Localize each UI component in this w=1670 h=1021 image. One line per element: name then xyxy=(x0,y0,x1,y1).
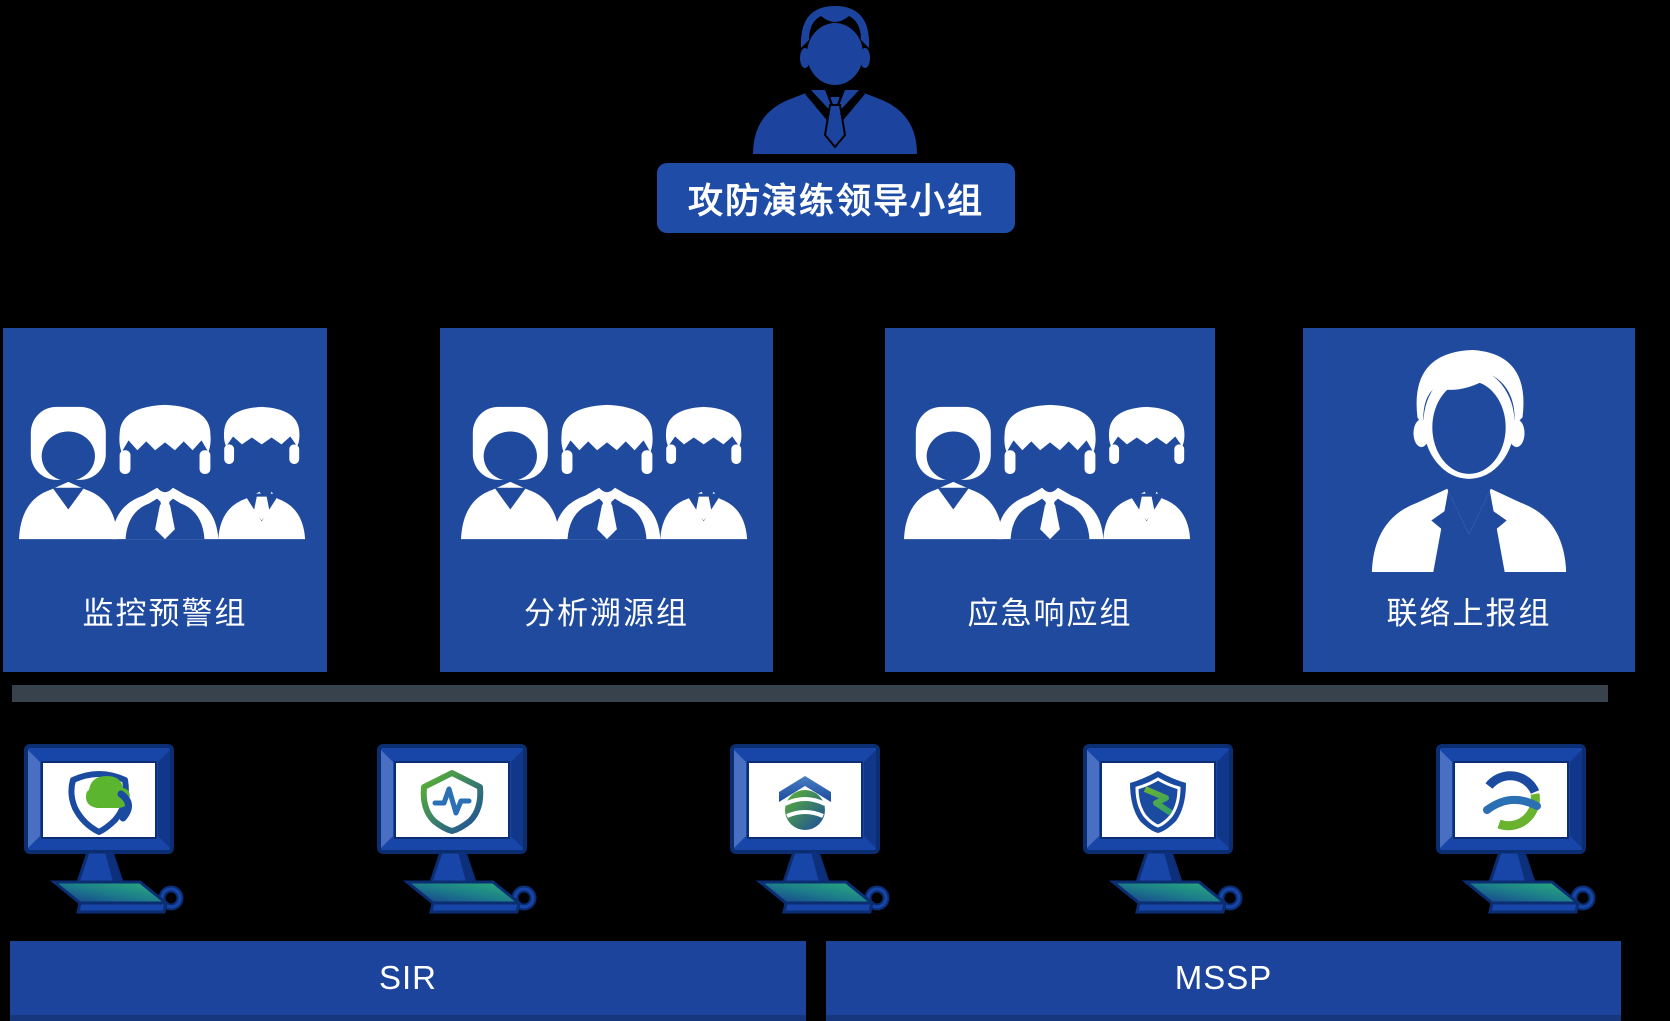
workstation-monitor xyxy=(20,740,190,918)
shield-globe-logo xyxy=(779,776,831,830)
connector-bar xyxy=(12,685,1608,702)
workstation-monitor xyxy=(726,740,896,918)
team-box-monitoring: 监控预警组 xyxy=(3,328,327,672)
platform-label-sir: SIR xyxy=(378,959,437,996)
team-box-response: 应急响应组 xyxy=(885,328,1215,672)
shield-arrow-logo xyxy=(1130,771,1186,833)
team-people-icon xyxy=(17,400,313,540)
workstation-monitor xyxy=(1432,740,1602,918)
team-box-analysis: 分析溯源组 xyxy=(440,328,773,672)
workstation-monitor xyxy=(1079,740,1249,918)
leader-title-box: 攻防演练领导小组 xyxy=(657,163,1015,233)
leader-title: 攻防演练领导小组 xyxy=(687,181,984,221)
team-people-icon xyxy=(459,400,755,540)
workstation-monitor xyxy=(373,740,543,918)
shield-cloud-logo xyxy=(68,771,132,835)
team-label: 分析溯源组 xyxy=(524,596,689,631)
team-people-icon xyxy=(902,400,1198,540)
team-box-liaison: 联络上报组 xyxy=(1303,328,1635,672)
team-label: 应急响应组 xyxy=(967,596,1133,631)
businessman-icon xyxy=(753,6,917,154)
ribbon-sphere-logo xyxy=(1483,771,1541,831)
platform-bar-sir: SIR xyxy=(10,941,806,1021)
platform-label-mssp: MSSP xyxy=(1174,959,1273,996)
person-suit-icon xyxy=(1358,344,1580,572)
team-label: 联络上报组 xyxy=(1386,596,1552,631)
team-label: 监控预警组 xyxy=(82,596,248,631)
platform-bar-mssp: MSSP xyxy=(826,941,1621,1021)
shield-pulse-logo xyxy=(420,770,484,834)
